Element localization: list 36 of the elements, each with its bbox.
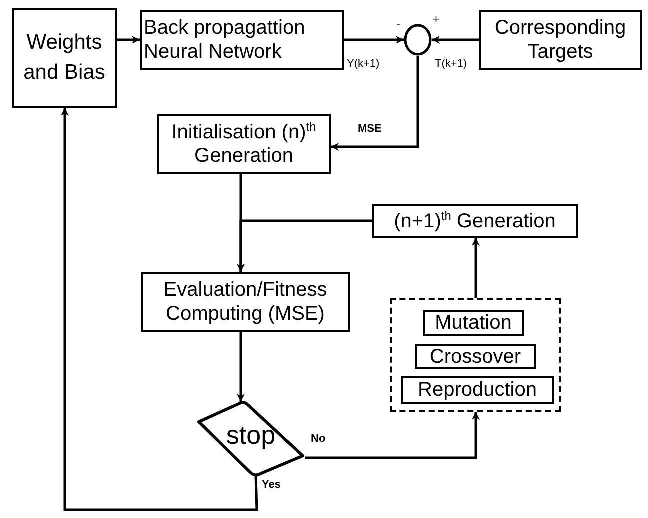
process-box xyxy=(479,10,642,70)
arrow xyxy=(305,412,480,460)
node-text: stop xyxy=(225,420,277,452)
node-text: Evaluation/Fitness Computing (MSE) xyxy=(162,278,328,326)
process-box xyxy=(415,344,536,369)
sign-label: + xyxy=(433,15,440,26)
arrow xyxy=(61,108,258,512)
process-box xyxy=(12,8,117,108)
edge-label: No xyxy=(310,433,327,446)
group-box xyxy=(390,298,561,412)
node-text: Mutation xyxy=(434,311,513,335)
process-box xyxy=(401,376,554,404)
node-text: Crossover xyxy=(428,344,522,368)
process-box xyxy=(372,204,578,238)
arrow xyxy=(237,332,245,402)
process-box xyxy=(140,10,344,70)
process-box xyxy=(423,310,524,336)
node-text: Reproduction xyxy=(417,378,538,402)
edge-label: Y(k+1) xyxy=(346,58,381,70)
process-box xyxy=(157,114,331,174)
node-text: Initialisation (n)$^{th}$ Generation xyxy=(170,120,318,168)
node-text: Weights and Bias xyxy=(22,30,106,86)
node-text: Corresponding Targets xyxy=(494,16,628,64)
arrow xyxy=(331,56,420,151)
arrow xyxy=(344,36,404,44)
node-text: (n+1)$^{th}$ Generation xyxy=(393,208,557,234)
edge-label: Yes xyxy=(261,479,282,492)
arrow xyxy=(117,36,140,44)
process-box xyxy=(141,272,350,332)
edge-label: MSE xyxy=(357,123,383,136)
arrow xyxy=(472,238,480,298)
sign-label: - xyxy=(397,20,401,31)
arrow xyxy=(237,220,372,272)
edge-label: T(k+1) xyxy=(434,58,468,70)
node-text: Back propagattion Neural Network xyxy=(143,16,306,64)
arrow xyxy=(432,36,479,44)
